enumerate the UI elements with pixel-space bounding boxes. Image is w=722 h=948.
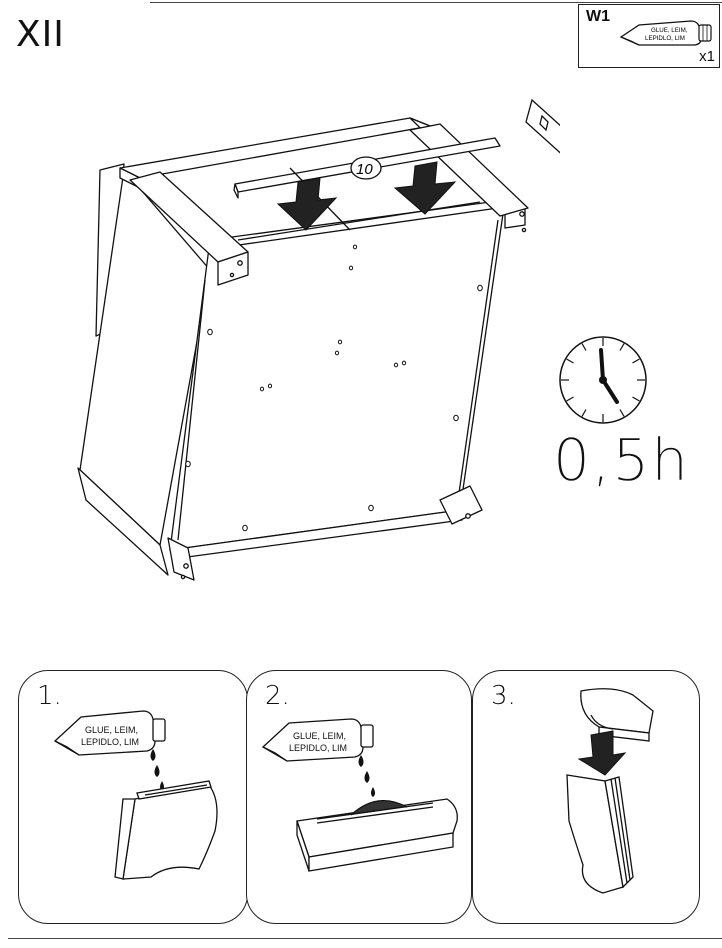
substep-panel-3: 3. <box>472 670 700 924</box>
substep-number-1: 1. <box>37 681 62 711</box>
top-rule <box>150 2 722 3</box>
insert-arrow <box>577 730 627 776</box>
clock-icon <box>559 336 647 424</box>
board-with-groove <box>114 780 218 880</box>
top-rail-back <box>119 117 431 179</box>
shelf-piece <box>580 688 654 734</box>
glue-label-line2: LEPIDLO, LIM <box>645 35 685 42</box>
part-callout-circle <box>350 156 382 180</box>
step-number: XII <box>16 14 65 55</box>
glue-tube-icon: GLUE, LEIM, LEPIDLO, LIM <box>619 20 712 46</box>
glue-drops-icon <box>150 749 164 791</box>
substep-2-illustration: GLUE, LEIM, LEPIDLO, LIM <box>261 718 458 872</box>
clock-hour-hand <box>601 378 619 404</box>
board-with-groove <box>296 798 458 872</box>
glue-label-line1: GLUE, LEIM, <box>85 725 138 735</box>
duration-label: 0,5h <box>553 426 690 495</box>
plinth <box>77 467 169 576</box>
part-callout-number: 10 <box>356 161 373 178</box>
bottom-rule <box>8 938 722 939</box>
glue-drops-icon <box>358 755 375 797</box>
part-code: W1 <box>586 8 610 25</box>
substep-1-illustration: GLUE, LEIM, LEPIDLO, LIM <box>53 710 218 880</box>
substep-number-3: 3. <box>491 681 516 711</box>
glue-label-line2: LEPIDLO, LIM <box>289 743 347 753</box>
substep-panel-1: 1. GLUE, LEIM, LEPIDLO, LIM <box>18 670 248 924</box>
substep-3-illustration <box>566 688 654 894</box>
part-quantity: x1 <box>699 48 715 65</box>
clock-minute-hand <box>599 348 605 382</box>
insert-arrow-left <box>276 177 338 231</box>
substep-number-2: 2. <box>265 681 290 711</box>
glue-label-line2: LEPIDLO, LIM <box>81 737 139 747</box>
board-with-groove <box>566 774 634 894</box>
instruction-card-icon <box>525 98 560 154</box>
insert-arrow-right <box>393 161 457 215</box>
glue-label-line1: GLUE, LEIM, <box>293 731 346 741</box>
glue-label-line1: GLUE, LEIM, <box>651 27 688 34</box>
cabinet-assembly-drawing: 10 <box>77 98 560 581</box>
parts-box: W1 GLUE, LEIM, LEPIDLO, LIM x1 <box>578 4 720 68</box>
substep-panel-2: 2. GLUE, LEIM, LEPIDLO, LIM <box>246 670 472 924</box>
